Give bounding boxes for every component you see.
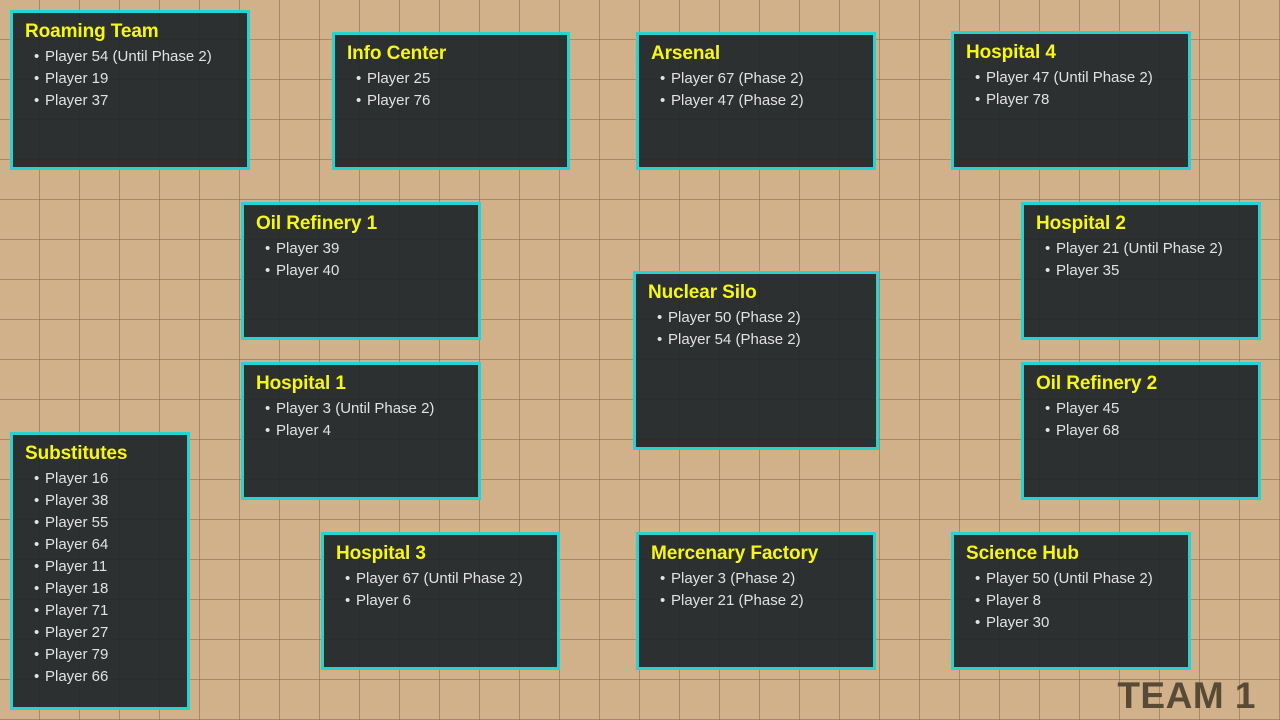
- player-list: Player 54 (Until Phase 2)Player 19Player…: [25, 46, 237, 112]
- location-card-title: Hospital 3: [336, 543, 426, 564]
- location-card-title: Arsenal: [651, 43, 721, 64]
- player-list-item: Player 37: [34, 90, 237, 112]
- player-list-item: Player 8: [975, 590, 1178, 612]
- location-card[interactable]: ArsenalPlayer 67 (Phase 2)Player 47 (Pha…: [636, 32, 876, 170]
- player-list-item: Player 35: [1045, 260, 1248, 282]
- location-card-title: Hospital 1: [256, 373, 346, 394]
- player-list-item: Player 64: [34, 534, 177, 556]
- location-card[interactable]: SubstitutesPlayer 16Player 38Player 55Pl…: [10, 432, 190, 710]
- player-list-item: Player 47 (Phase 2): [660, 90, 863, 112]
- location-card[interactable]: Oil Refinery 2 Player 45Player 68: [1021, 362, 1261, 500]
- player-list-item: Player 38: [34, 490, 177, 512]
- player-list: Player 3 (Phase 2)Player 21 (Phase 2): [651, 568, 863, 612]
- player-list-item: Player 11: [34, 556, 177, 578]
- location-card[interactable]: Info CenterPlayer 25Player 76: [332, 32, 570, 170]
- player-list-item: Player 78: [975, 89, 1178, 111]
- player-list-item: Player 47 (Until Phase 2): [975, 67, 1178, 89]
- player-list-item: Player 55: [34, 512, 177, 534]
- player-list-item: Player 79: [34, 644, 177, 666]
- location-card-title: Mercenary Factory: [651, 543, 819, 564]
- player-list-item: Player 19: [34, 68, 237, 90]
- location-card-title: Nuclear Silo: [648, 282, 757, 303]
- location-card[interactable]: Oil Refinery 1 Player 39Player 40: [241, 202, 481, 340]
- player-list: Player 67 (Until Phase 2)Player 6: [336, 568, 547, 612]
- player-list: Player 25Player 76: [347, 68, 557, 112]
- player-list-item: Player 40: [265, 260, 468, 282]
- player-list-item: Player 4: [265, 420, 468, 442]
- player-list-item: Player 16: [34, 468, 177, 490]
- player-list-item: Player 76: [356, 90, 557, 112]
- player-list-item: Player 18: [34, 578, 177, 600]
- player-list-item: Player 71: [34, 600, 177, 622]
- location-card-title: Hospital 2: [1036, 213, 1126, 234]
- player-list-item: Player 54 (Phase 2): [657, 329, 866, 351]
- player-list-item: Player 66: [34, 666, 177, 688]
- player-list: Player 21 (Until Phase 2)Player 35: [1036, 238, 1248, 282]
- player-list: Player 47 (Until Phase 2)Player 78: [966, 67, 1178, 111]
- player-list-item: Player 27: [34, 622, 177, 644]
- player-list-item: Player 67 (Phase 2): [660, 68, 863, 90]
- player-list-item: Player 54 (Until Phase 2): [34, 46, 237, 68]
- location-card-title: Hospital 4: [966, 42, 1056, 63]
- player-list: Player 16Player 38Player 55Player 64Play…: [25, 468, 177, 688]
- location-card[interactable]: Hospital 3 Player 67 (Until Phase 2)Playe…: [321, 532, 560, 670]
- location-card[interactable]: Hospital 1 Player 3 (Until Phase 2)Player…: [241, 362, 481, 500]
- player-list-item: Player 21 (Phase 2): [660, 590, 863, 612]
- player-list-item: Player 45: [1045, 398, 1248, 420]
- location-card-title: Science Hub: [966, 543, 1079, 564]
- location-card-title: Oil Refinery 1: [256, 213, 378, 234]
- location-card-title: Substitutes: [25, 443, 128, 464]
- player-list-item: Player 30: [975, 612, 1178, 634]
- location-card-title: Roaming Team: [25, 21, 159, 42]
- player-list-item: Player 25: [356, 68, 557, 90]
- player-list-item: Player 3 (Phase 2): [660, 568, 863, 590]
- player-list: Player 45Player 68: [1036, 398, 1248, 442]
- player-list-item: Player 3 (Until Phase 2): [265, 398, 468, 420]
- player-list: Player 50 (Until Phase 2)Player 8Player …: [966, 568, 1178, 634]
- player-list-item: Player 50 (Until Phase 2): [975, 568, 1178, 590]
- player-list: Player 3 (Until Phase 2)Player 4: [256, 398, 468, 442]
- team-watermark: TEAM 1: [1117, 675, 1256, 716]
- location-card[interactable]: Hospital 2 Player 21 (Until Phase 2)Playe…: [1021, 202, 1261, 340]
- player-list-item: Player 67 (Until Phase 2): [345, 568, 547, 590]
- player-list-item: Player 68: [1045, 420, 1248, 442]
- player-list-item: Player 6: [345, 590, 547, 612]
- player-list: Player 39Player 40: [256, 238, 468, 282]
- player-list: Player 50 (Phase 2)Player 54 (Phase 2): [648, 307, 866, 351]
- player-list-item: Player 39: [265, 238, 468, 260]
- player-list-item: Player 50 (Phase 2): [657, 307, 866, 329]
- player-list: Player 67 (Phase 2)Player 47 (Phase 2): [651, 68, 863, 112]
- location-card-title: Oil Refinery 2: [1036, 373, 1158, 394]
- location-card[interactable]: Mercenary FactoryPlayer 3 (Phase 2)Playe…: [636, 532, 876, 670]
- location-card[interactable]: Science HubPlayer 50 (Until Phase 2)Play…: [951, 532, 1191, 670]
- location-card-title: Info Center: [347, 43, 447, 64]
- location-card[interactable]: Hospital 4 Player 47 (Until Phase 2)Playe…: [951, 31, 1191, 170]
- location-card[interactable]: Roaming TeamPlayer 54 (Until Phase 2)Pla…: [10, 10, 250, 170]
- player-list-item: Player 21 (Until Phase 2): [1045, 238, 1248, 260]
- location-card[interactable]: Nuclear SiloPlayer 50 (Phase 2)Player 54…: [633, 271, 879, 450]
